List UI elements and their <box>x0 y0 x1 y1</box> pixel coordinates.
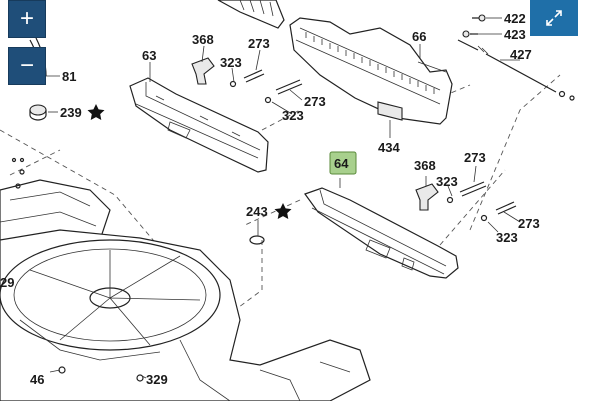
label-273-lower-a[interactable]: 273 <box>464 150 486 165</box>
label-368-lower[interactable]: 368 <box>414 158 436 173</box>
label-423[interactable]: 423 <box>504 27 526 42</box>
label-422[interactable]: 422 <box>504 11 526 26</box>
part-368-knob-lower[interactable] <box>415 183 439 211</box>
label-323-lower-b[interactable]: 323 <box>496 230 518 245</box>
star-icon <box>87 104 105 120</box>
part-64-subfence[interactable] <box>304 187 459 279</box>
part-64-highlight <box>329 151 357 175</box>
label-66[interactable]: 66 <box>412 29 426 44</box>
zoom-out-button[interactable]: − <box>8 47 46 85</box>
part-66-fence[interactable] <box>289 17 453 125</box>
label-273-upper-b[interactable]: 273 <box>304 94 326 109</box>
label-273-upper-a[interactable]: 273 <box>248 36 270 51</box>
label-427[interactable]: 427 <box>510 47 532 62</box>
label-323-lower-a[interactable]: 323 <box>436 174 458 189</box>
upper-fence-fragment <box>217 0 285 29</box>
label-368-upper[interactable]: 368 <box>192 32 214 47</box>
label-323-upper-b[interactable]: 323 <box>282 108 304 123</box>
label-64[interactable]: 64 <box>334 156 349 171</box>
zoom-in-button[interactable]: + <box>8 0 46 38</box>
label-81[interactable]: 81 <box>62 69 76 84</box>
label-329[interactable]: 329 <box>146 372 168 387</box>
label-323-upper-a[interactable]: 323 <box>220 55 242 70</box>
part-labels: 81 239 63 368 273 323 273 323 66 434 422… <box>0 11 540 387</box>
star-markers <box>87 104 292 219</box>
label-46[interactable]: 46 <box>30 372 44 387</box>
expand-icon <box>546 10 562 26</box>
label-239[interactable]: 239 <box>60 105 82 120</box>
part-63-subfence[interactable] <box>129 77 269 173</box>
saw-base <box>0 157 371 401</box>
leader-lines <box>40 17 521 379</box>
label-243[interactable]: 243 <box>246 204 268 219</box>
part-434-label-plate[interactable] <box>377 101 403 121</box>
label-273-lower-b[interactable]: 273 <box>518 216 540 231</box>
star-icon <box>274 203 292 219</box>
part-368-knob-upper[interactable] <box>191 57 215 85</box>
label-434[interactable]: 434 <box>378 140 400 155</box>
fullscreen-button[interactable] <box>530 0 578 36</box>
label-29[interactable]: 29 <box>0 275 14 290</box>
part-239-nut[interactable] <box>29 104 47 121</box>
label-63[interactable]: 63 <box>142 48 156 63</box>
part-243-ring[interactable] <box>249 235 265 245</box>
fence-scale-ticks <box>305 32 435 94</box>
